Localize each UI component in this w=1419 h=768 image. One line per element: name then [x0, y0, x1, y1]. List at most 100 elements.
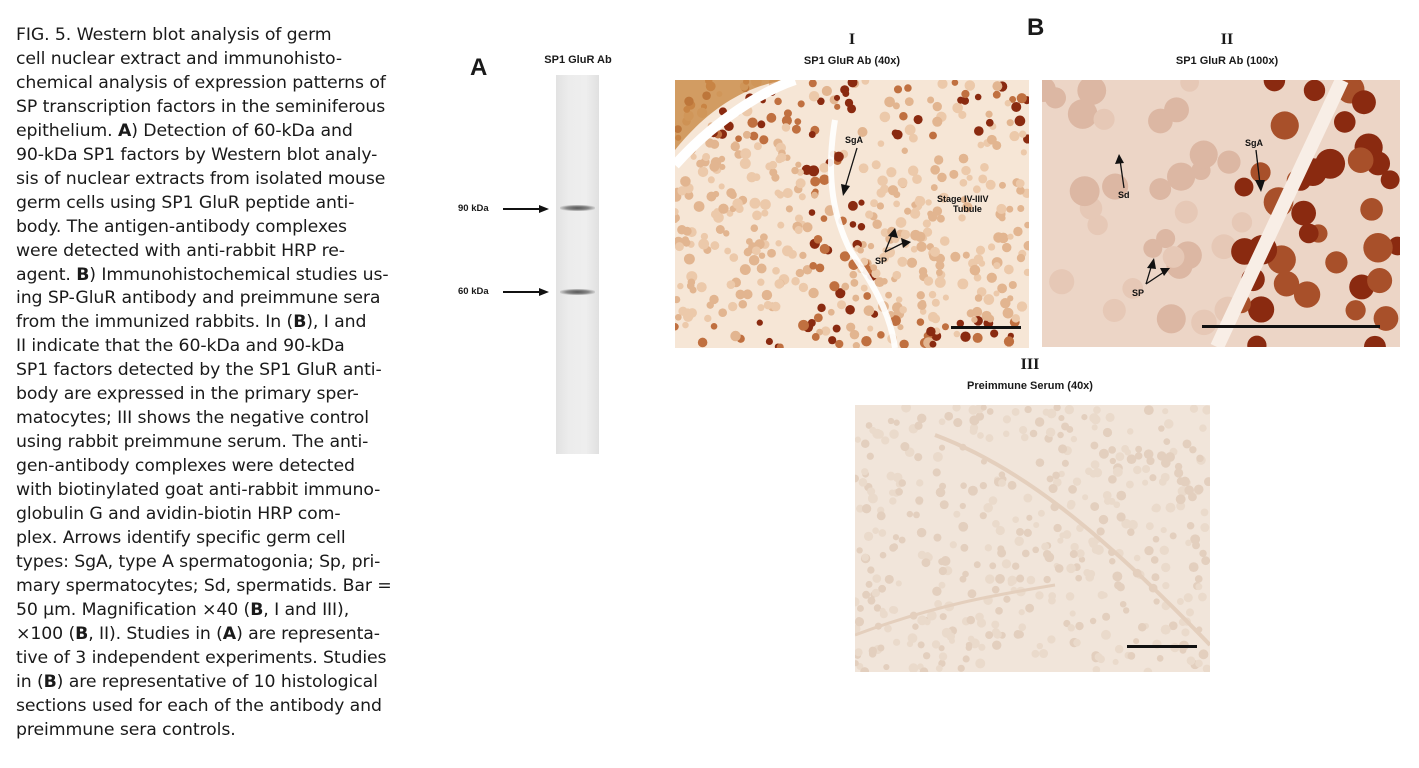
caption-text: using rabbit preimmune serum. The anti- [16, 432, 369, 453]
cell-nucleus [709, 294, 719, 305]
cell-nucleus [1020, 149, 1027, 156]
cell-nucleus [1127, 528, 1135, 536]
cell-nucleus [953, 418, 963, 428]
cell-nucleus [935, 664, 943, 672]
cell-nucleus [993, 290, 1000, 297]
cell-nucleus [1144, 545, 1154, 556]
cell-nucleus [1087, 214, 1108, 236]
cell-nucleus [1351, 90, 1376, 115]
arrows-sp-icon [884, 228, 911, 253]
cell-nucleus [845, 305, 855, 315]
cell-nucleus [1006, 205, 1014, 213]
cell-nucleus [835, 288, 846, 299]
caption-text: matocytes; III shows the negative contro… [16, 408, 369, 429]
cell-nucleus [962, 251, 970, 259]
cell-nucleus [895, 580, 902, 587]
cell-nucleus [933, 533, 942, 542]
cell-nucleus [964, 80, 976, 91]
cell-nucleus [1059, 532, 1066, 539]
cell-nucleus [1133, 465, 1142, 475]
cell-nucleus [1067, 99, 1098, 129]
cell-nucleus [791, 277, 800, 286]
cell-nucleus [886, 471, 896, 481]
cell-nucleus [1161, 562, 1171, 573]
cell-nucleus [723, 230, 730, 237]
caption-line: from the immunized rabbits. In (B), I an… [16, 311, 416, 335]
cell-nucleus [917, 641, 925, 649]
cell-nucleus [929, 340, 937, 348]
cell-nucleus [961, 89, 970, 99]
cell-nucleus [855, 597, 860, 607]
cell-nucleus [1011, 408, 1020, 416]
cell-nucleus [1048, 483, 1058, 494]
cell-nucleus [761, 209, 769, 217]
cell-nucleus [739, 264, 751, 276]
cell-nucleus [1085, 467, 1093, 475]
cell-nucleus [971, 316, 978, 323]
caption-panel-ref: B [75, 623, 89, 644]
cell-nucleus [1168, 621, 1178, 631]
cell-nucleus [833, 94, 841, 101]
cell-nucleus [877, 644, 885, 652]
cell-nucleus [1270, 111, 1299, 140]
cell-nucleus [916, 479, 924, 487]
cell-nucleus [791, 166, 799, 175]
label-sga: SgA [1245, 138, 1264, 148]
panel-a-title: SP1 GluR Ab [544, 54, 612, 66]
micrograph-i: SgA Stage IV-IIIV Tubule SP [675, 80, 1029, 348]
cell-nucleus [852, 294, 860, 302]
cell-nucleus [870, 199, 879, 208]
cell-nucleus [1076, 549, 1085, 558]
cell-nucleus [915, 496, 924, 505]
cell-nucleus [1165, 452, 1175, 462]
cell-nucleus [1036, 642, 1044, 650]
cell-nucleus [992, 519, 1000, 528]
cell-nucleus [1072, 477, 1082, 486]
cell-nucleus [985, 118, 994, 127]
cell-nucleus [892, 129, 903, 140]
cell-nucleus [934, 600, 943, 608]
cell-nucleus [1053, 405, 1061, 412]
cell-nucleus [1149, 178, 1172, 200]
cell-nucleus [1017, 302, 1025, 310]
caption-line: 50 µm. Magnification ×40 (B, I and III), [16, 599, 416, 623]
cell-nucleus [957, 278, 969, 290]
caption-line: chemical analysis of expression patterns… [16, 72, 416, 96]
cell-nucleus [709, 161, 720, 172]
cell-nucleus [1102, 491, 1112, 500]
cell-nucleus [795, 268, 805, 278]
cell-nucleus [1020, 433, 1029, 442]
cell-nucleus [985, 574, 995, 584]
cell-nucleus [860, 667, 870, 672]
cell-nucleus [861, 80, 870, 85]
cell-nucleus [841, 282, 850, 291]
cell-nucleus [819, 162, 830, 173]
caption-text: 90-kDa SP1 factors by Western blot analy… [16, 144, 378, 165]
cell-nucleus [1273, 271, 1300, 297]
caption-text: FIG. 5. Western blot analysis of germ [16, 25, 332, 45]
cell-nucleus [861, 504, 872, 514]
cell-nucleus [1156, 451, 1167, 461]
cell-nucleus [977, 432, 984, 439]
cell-nucleus [1189, 405, 1199, 413]
arrow-sga-icon [1255, 149, 1265, 192]
cell-nucleus [1000, 298, 1011, 309]
cell-nucleus [1112, 571, 1123, 582]
cell-nucleus [962, 655, 970, 663]
cell-nucleus [1195, 583, 1203, 591]
cell-nucleus [919, 308, 927, 315]
cell-nucleus [1122, 607, 1130, 614]
cell-nucleus [893, 638, 901, 646]
cell-nucleus [901, 147, 908, 154]
cell-nucleus [1345, 300, 1366, 321]
cell-nucleus [712, 190, 720, 198]
cell-nucleus [1143, 449, 1154, 459]
cell-nucleus [808, 165, 820, 177]
cell-nucleus [1165, 502, 1176, 513]
cell-nucleus [937, 80, 948, 89]
cell-nucleus [1009, 131, 1020, 142]
cell-nucleus [879, 551, 887, 559]
cell-nucleus [858, 199, 865, 206]
cell-nucleus [710, 241, 720, 250]
